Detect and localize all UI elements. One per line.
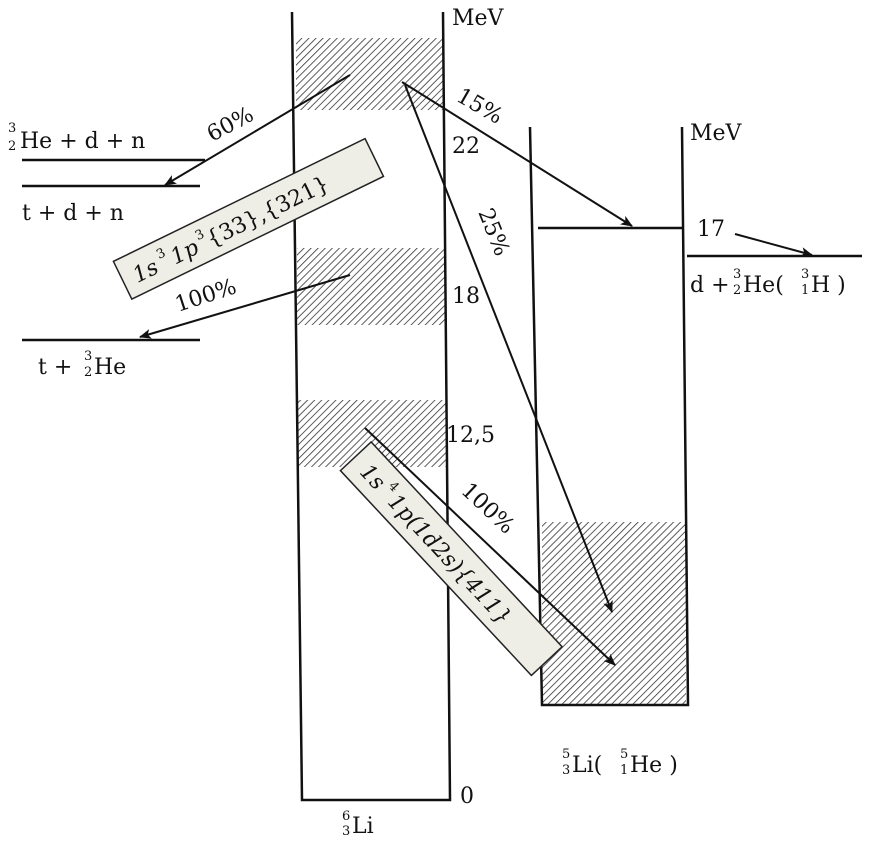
he3dn-label: He + d + n — [20, 129, 145, 154]
left-channels: 3 2 He + d + n t + d + n t + 3 2 He — [8, 121, 205, 380]
li6-well: MeV 22 18 12,5 0 6 3 Li — [290, 6, 505, 839]
arrow-100b — [364, 427, 616, 666]
d-h3-sym: H ) — [811, 273, 846, 298]
percent-25: 25% — [472, 205, 514, 260]
li5-label: 5 3 Li( 5 1 He ) — [562, 747, 678, 778]
the3-prefix: t + — [38, 355, 72, 380]
percent-100b: 100% — [456, 478, 519, 539]
config-box-2: 1s 4 1p(1d2s){411} — [339, 440, 564, 677]
d-he3-prefix: d + — [690, 273, 730, 298]
he5-a: 5 — [620, 747, 628, 762]
d-he3-sym: He( — [743, 273, 784, 298]
level-22: 22 — [452, 134, 480, 159]
li6-mass-number: 6 — [342, 809, 350, 824]
arrow-25 — [404, 84, 613, 613]
li5-sym: Li( — [572, 753, 602, 778]
li6-band-18 — [297, 248, 445, 325]
li6-charge-number: 3 — [342, 824, 350, 839]
d-h3-a: 3 — [801, 267, 809, 282]
li6-label: Li — [352, 814, 374, 839]
arrow-15 — [401, 81, 633, 227]
d-h3-z: 1 — [801, 283, 809, 298]
d-he3-z: 2 — [733, 283, 741, 298]
the3-sym: He — [94, 355, 126, 380]
percent-60: 60% — [203, 102, 258, 147]
arrow-100a — [139, 274, 351, 339]
he3dn-a: 3 — [8, 121, 16, 136]
he3dn-z: 2 — [8, 139, 16, 154]
he5-sym: He ) — [630, 753, 678, 778]
the3-z: 2 — [84, 365, 92, 380]
level-17: 17 — [697, 217, 725, 242]
level-0: 0 — [460, 784, 474, 809]
tdn-label: t + d + n — [22, 201, 124, 226]
arrow-60 — [164, 74, 351, 186]
the3-a: 3 — [84, 349, 92, 364]
li5-band — [542, 522, 686, 705]
li6-band-22 — [296, 38, 444, 110]
percent-15: 15% — [452, 84, 507, 130]
level-18: 18 — [452, 284, 480, 309]
li5-a: 5 — [562, 747, 570, 762]
he5-z: 1 — [620, 763, 628, 778]
d-he3-a: 3 — [733, 267, 741, 282]
li5-z: 3 — [562, 763, 570, 778]
mev-label-right: MeV — [690, 121, 743, 146]
d-he3-label: d + 3 2 He( 3 1 H ) — [690, 267, 846, 298]
li5-well: MeV 17 d + 3 2 He( 3 1 H ) 5 3 Li( 5 1 H… — [528, 121, 862, 778]
level-12-5: 12,5 — [446, 423, 495, 448]
mev-label-left: MeV — [452, 6, 505, 31]
